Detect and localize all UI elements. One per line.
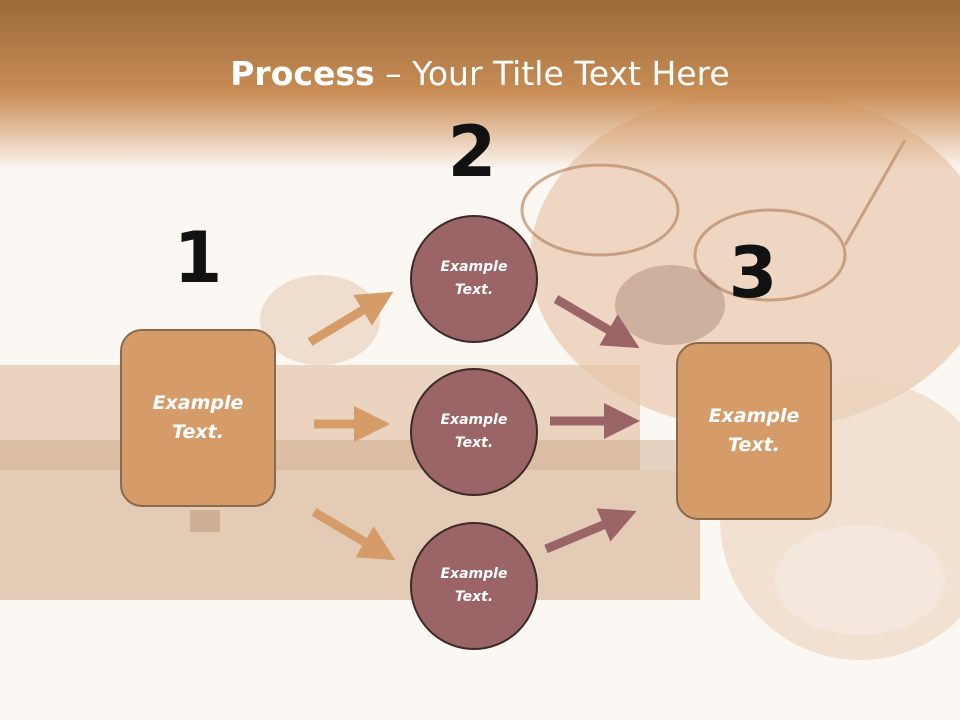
process-box-start: Example Text. bbox=[120, 329, 276, 507]
arrow-from-circle-bottom bbox=[544, 508, 637, 554]
process-circle-bottom: Example Text. bbox=[410, 522, 538, 650]
process-box-start-text: Example Text. bbox=[152, 392, 244, 443]
process-box-end: Example Text. bbox=[676, 342, 832, 520]
process-circle-middle-text: Example Text. bbox=[440, 412, 508, 451]
process-circle-bottom-text: Example Text. bbox=[440, 566, 508, 605]
arrow-to-circle-bottom bbox=[311, 508, 396, 561]
arrow-from-circle-top bbox=[553, 295, 640, 349]
step-number-3: 3 bbox=[728, 232, 778, 314]
process-box-end-text: Example Text. bbox=[708, 405, 800, 456]
slide-title: Process – Your Title Text Here bbox=[0, 52, 960, 96]
title-band bbox=[0, 0, 960, 170]
step-number-2: 2 bbox=[447, 111, 497, 193]
process-circle-top-text: Example Text. bbox=[440, 259, 508, 298]
arrow-to-circle-top bbox=[307, 291, 394, 346]
step-number-1: 1 bbox=[173, 217, 223, 299]
process-circle-top: Example Text. bbox=[410, 215, 538, 343]
title-bold-part: Process bbox=[230, 54, 375, 93]
title-rest-part: – Your Title Text Here bbox=[374, 54, 730, 93]
process-circle-middle: Example Text. bbox=[410, 368, 538, 496]
